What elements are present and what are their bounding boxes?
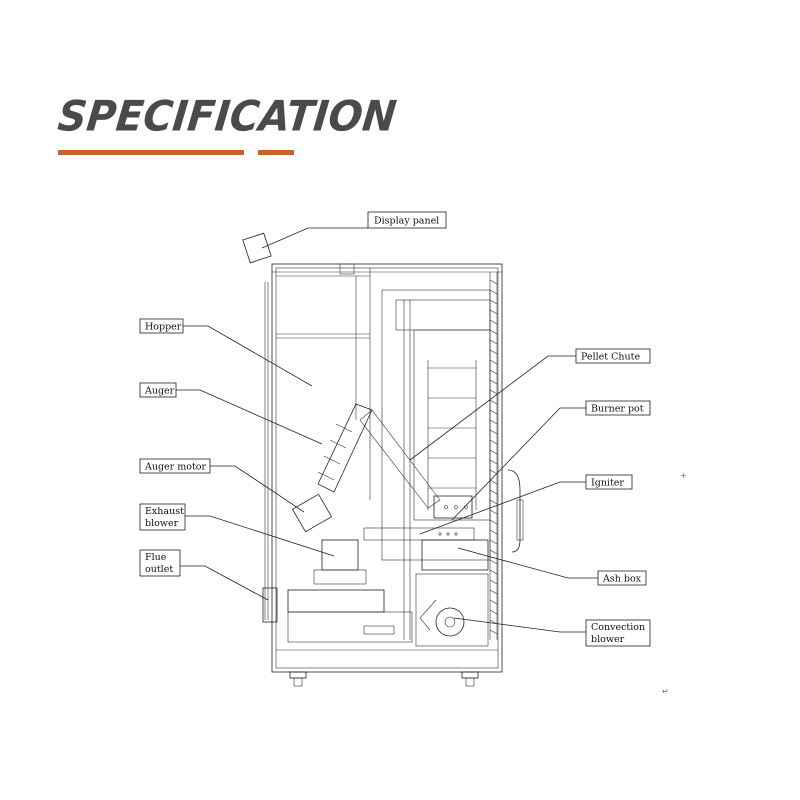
label-igniter: Igniter [585, 474, 633, 490]
svg-text:Hopper: Hopper [145, 322, 182, 333]
stray-mark-return: ↵ [662, 687, 669, 696]
svg-text:Burner pot: Burner pot [591, 404, 644, 415]
stray-mark-plus: + [680, 471, 687, 480]
title-underline-long [58, 150, 244, 155]
svg-text:blower: blower [145, 518, 179, 529]
svg-text:Exhaust: Exhaust [145, 506, 184, 517]
label-burner-pot: Burner pot [585, 400, 651, 416]
svg-text:Auger: Auger [144, 386, 175, 397]
label-pellet-chute: Pellet Chute [575, 348, 651, 364]
svg-text:outlet: outlet [145, 564, 173, 575]
svg-text:Ash box: Ash box [602, 574, 642, 585]
svg-text:Igniter: Igniter [591, 478, 624, 489]
svg-text:Auger motor: Auger motor [144, 462, 207, 473]
label-ash-box: Ash box [597, 570, 647, 586]
leader-lines [176, 227, 598, 633]
svg-text:Display panel: Display panel [374, 216, 439, 227]
label-flue-outlet: Flue outlet [139, 549, 181, 577]
svg-text:Pellet Chute: Pellet Chute [581, 352, 640, 363]
label-exhaust-blower: Exhaust blower [139, 503, 186, 531]
title-underline-short [258, 150, 294, 155]
stove-body [242, 232, 524, 687]
label-display-panel: Display panel [367, 211, 447, 229]
svg-text:Flue: Flue [145, 552, 167, 563]
label-auger-motor: Auger motor [139, 458, 211, 474]
svg-text:blower: blower [591, 634, 625, 645]
svg-text:Convection: Convection [591, 622, 645, 633]
label-convection-blower: Convection blower [585, 619, 651, 647]
label-hopper: Hopper [139, 318, 184, 334]
label-auger: Auger [139, 382, 177, 398]
